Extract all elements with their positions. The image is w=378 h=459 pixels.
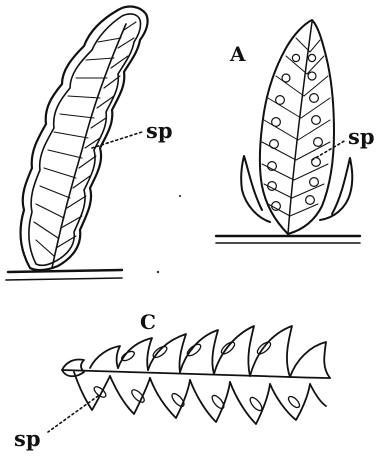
- pinnule-a-sori: [268, 54, 323, 210]
- frond-c-upper-lobes: [90, 326, 330, 378]
- label-c: C: [140, 312, 156, 332]
- pinnule-a-outline: [260, 20, 334, 234]
- pinnule-a-veins: [262, 38, 330, 216]
- left-pinnule-midrib: [52, 24, 126, 268]
- frond-c: [48, 326, 330, 432]
- pinnule-a-right-lobe: [320, 158, 352, 220]
- left-base-line-1: [8, 270, 122, 272]
- left-base-line-2: [6, 278, 122, 280]
- label-sp-bottom: sp: [14, 428, 41, 449]
- label-sp-left: sp: [146, 120, 173, 141]
- frond-c-sp-leader: [48, 396, 98, 432]
- left-pinnule: [6, 7, 148, 280]
- label-a: A: [230, 44, 246, 64]
- stray-specks: [157, 195, 181, 273]
- label-sp-right: sp: [348, 126, 375, 147]
- left-pinnule-outer-margin: [21, 7, 148, 271]
- frond-c-tip: [62, 359, 84, 376]
- pinnule-a-midrib: [288, 22, 312, 234]
